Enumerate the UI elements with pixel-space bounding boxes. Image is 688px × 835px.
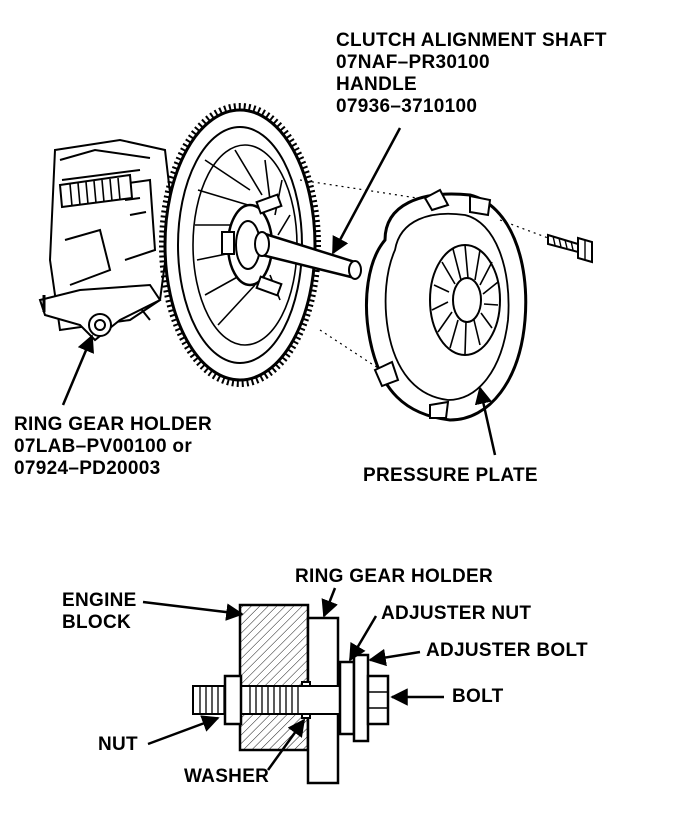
pressure-plate-drawing [365,188,528,422]
bolt-label: BOLT [452,686,504,707]
engine-block-drawing [38,138,174,342]
adjuster-nut-arrow [348,615,378,662]
ring-gear-holder-arrow [61,334,94,406]
clutch-shaft-arrow [331,127,402,255]
engine-block-arrow [142,600,244,621]
cross-section-drawing [192,603,390,785]
washer-label: WASHER [184,766,270,787]
engine-block-label: ENGINE BLOCK [62,590,137,634]
clutch-shaft-part-number: 07NAF–PR30100 [336,52,490,73]
ring-gear-holder-section-label: RING GEAR HOLDER [295,566,493,587]
clutch-alignment-shaft-drawing [254,231,362,280]
adjuster-bolt-arrow [368,648,421,667]
ring-gear-holder-part-number-1: 07LAB–PV00100 or [14,436,193,457]
pressure-plate-label: PRESSURE PLATE [363,465,538,486]
pressure-plate-arrow [474,386,497,456]
clutch-shaft-name: CLUTCH ALIGNMENT SHAFT [336,30,607,51]
assembly-guide-lines [299,179,549,369]
ring-gear-holder-section-arrow [321,587,338,618]
ring-gear-holder-part-number-2: 07924–PD20003 [14,458,161,479]
adjuster-nut-label: ADJUSTER NUT [381,603,532,624]
ring-gear-holder-name: RING GEAR HOLDER [14,414,212,435]
handle-name: HANDLE [336,74,417,95]
pressure-plate-bolt-drawing [547,233,593,264]
nut-arrow [147,715,220,746]
adjuster-bolt-label: ADJUSTER BOLT [426,640,588,661]
washer-arrow [266,718,306,771]
engine-block-line1: ENGINE [62,590,137,611]
clutch-shaft-label: CLUTCH ALIGNMENT SHAFT 07NAF–PR30100 HAN… [336,30,607,118]
nut-label: NUT [98,734,138,755]
ring-gear-holder-label: RING GEAR HOLDER 07LAB–PV00100 or 07924–… [14,414,212,480]
engine-block-line2: BLOCK [62,612,132,633]
flywheel-drawing [159,103,321,387]
handle-part-number: 07936–3710100 [336,96,478,117]
